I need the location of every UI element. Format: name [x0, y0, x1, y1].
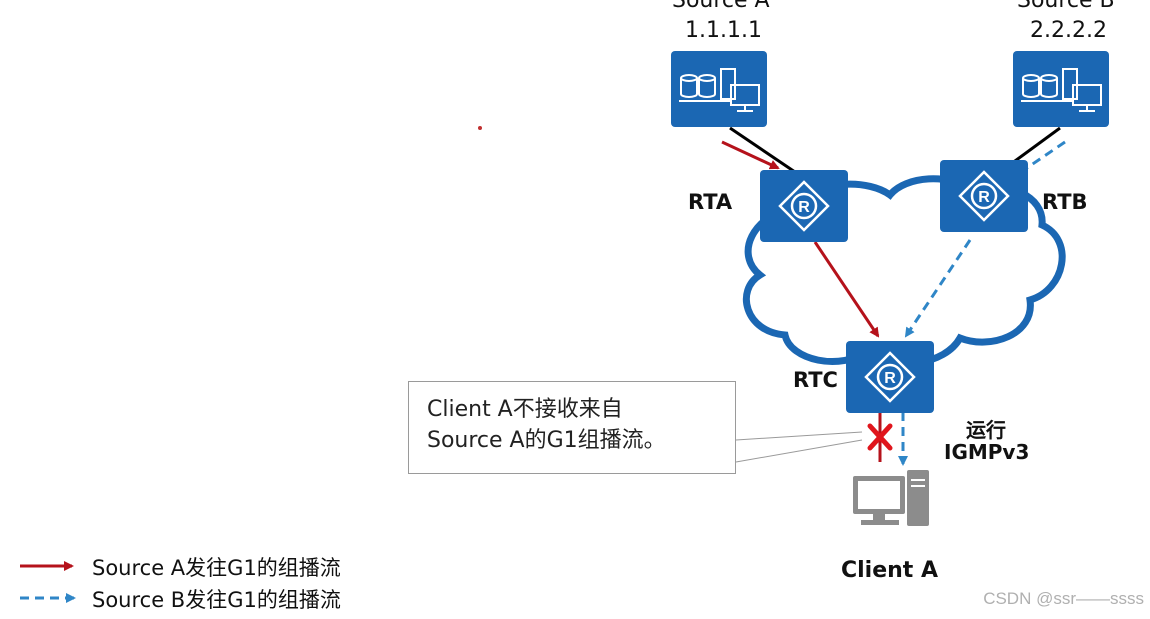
router-label-rtb: RTB	[1042, 190, 1088, 214]
stray-dot	[478, 126, 482, 130]
router-icon: R	[940, 160, 1028, 232]
network-cloud	[742, 175, 1066, 367]
source-b-name: Source B	[1017, 0, 1115, 13]
router-label-rtc: RTC	[793, 368, 838, 392]
router-icon: R	[760, 170, 848, 242]
router-label-rta: RTA	[688, 190, 733, 214]
legend-label-flow-a: Source A发往G1的组播流	[92, 556, 341, 580]
callout-line-1: Client A不接收来自	[427, 397, 623, 422]
server-icon	[671, 51, 767, 127]
client-label: Client A	[841, 558, 939, 583]
svg-text:R: R	[798, 199, 810, 216]
source-a-name: Source A	[672, 0, 770, 13]
svg-text:R: R	[978, 189, 990, 206]
igmp-note-line2: IGMPv3	[944, 440, 1030, 464]
source-a-ip: 1.1.1.1	[685, 18, 762, 43]
computer-icon	[853, 470, 929, 526]
callout-leader	[735, 439, 863, 463]
callout-leader	[735, 431, 863, 441]
legend-label-flow-b: Source B发往G1的组播流	[92, 588, 341, 612]
block-x-icon	[867, 423, 893, 451]
flow-a-rta-to-rtc	[813, 241, 880, 338]
source-b-ip: 2.2.2.2	[1030, 18, 1107, 43]
server-icon	[1013, 51, 1109, 127]
callout-box: Client A不接收来自 Source A的G1组播流。	[408, 381, 736, 474]
svg-text:R: R	[884, 370, 896, 387]
link-sourcea-rta	[729, 126, 796, 174]
igmp-note-line1: 运行	[966, 418, 1006, 442]
router-icon: R	[846, 341, 934, 413]
flow-b-rtb-to-rtc	[904, 239, 972, 338]
callout-line-2: Source A的G1组播流。	[427, 428, 666, 453]
watermark: CSDN @ssr——ssss	[983, 589, 1144, 608]
flow-a-source-to-rta	[721, 140, 780, 170]
